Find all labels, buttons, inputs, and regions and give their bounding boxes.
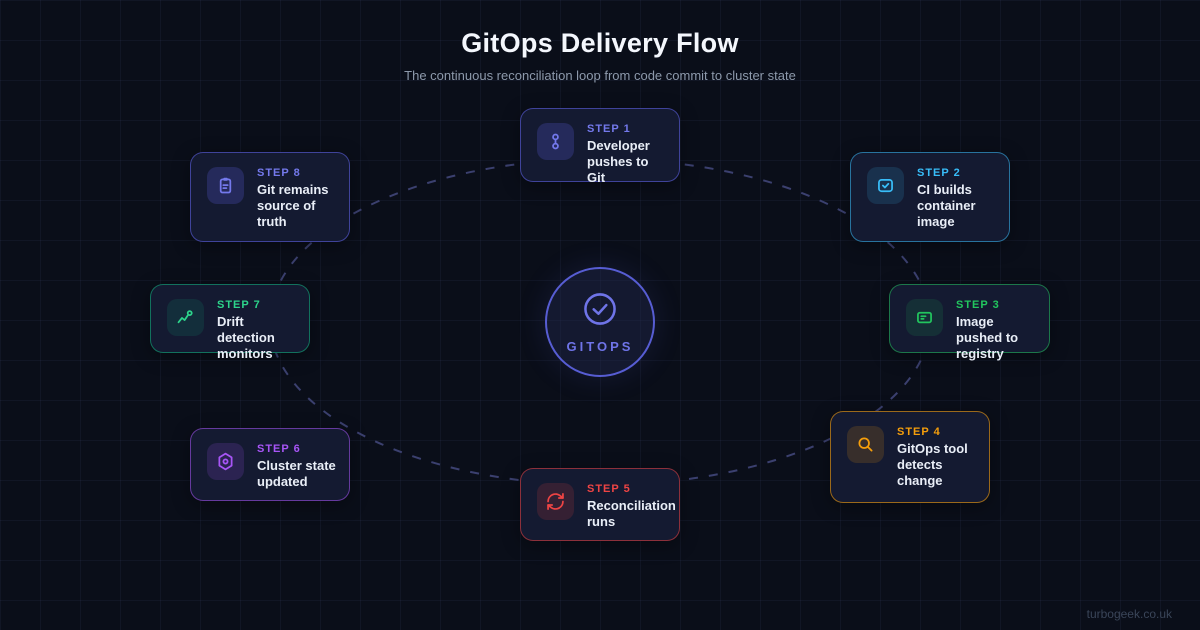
- step-label: STEP 7: [217, 299, 261, 311]
- step-label: STEP 8: [257, 167, 301, 179]
- sync-icon: [537, 483, 574, 520]
- step-title: Developer pushes to Git: [587, 138, 650, 185]
- step-card-3: STEP 3 Image pushed to registry: [889, 284, 1050, 361]
- step-title: Reconciliation runs: [587, 498, 676, 529]
- registry-server-icon: [906, 299, 943, 336]
- step-card-1: STEP 1 Developer pushes to Git: [520, 108, 680, 185]
- page-subtitle: The continuous reconciliation loop from …: [404, 68, 796, 83]
- step-title: Image pushed to registry: [956, 314, 1019, 361]
- step-title: Drift detection monitors: [217, 314, 275, 361]
- step-title: CI builds container image: [917, 182, 976, 229]
- step-title: GitOps tool detects change: [897, 441, 968, 488]
- clipboard-icon: [207, 167, 244, 204]
- git-commit-icon: [537, 123, 574, 160]
- step-card-8: STEP 8 Git remains source of truth: [190, 152, 350, 242]
- step-label: STEP 1: [587, 123, 631, 135]
- step-card-6: STEP 6 Cluster state updated: [190, 428, 350, 501]
- magnifier-icon: [847, 426, 884, 463]
- step-label: STEP 4: [897, 426, 941, 438]
- gitops-hub: GITOPS: [545, 267, 655, 377]
- check-square-icon: [867, 167, 904, 204]
- step-card-5: STEP 5 Reconciliation runs: [520, 468, 680, 541]
- step-card-2: STEP 2 CI builds container image: [850, 152, 1010, 242]
- check-circle-icon: [581, 290, 619, 333]
- step-card-4: STEP 4 GitOps tool detects change: [830, 411, 990, 503]
- step-label: STEP 3: [956, 299, 1000, 311]
- hexagon-node-icon: [207, 443, 244, 480]
- hub-label: GITOPS: [566, 339, 634, 354]
- step-title: Git remains source of truth: [257, 182, 329, 229]
- step-card-7: STEP 7 Drift detection monitors: [150, 284, 310, 361]
- trend-monitor-icon: [167, 299, 204, 336]
- step-title: Cluster state updated: [257, 458, 336, 489]
- step-label: STEP 6: [257, 443, 301, 455]
- page-title: GitOps Delivery Flow: [461, 28, 739, 58]
- watermark: turbogeek.co.uk: [1086, 607, 1172, 621]
- step-label: STEP 2: [917, 167, 961, 179]
- step-label: STEP 5: [587, 483, 631, 495]
- header: GitOps Delivery Flow The continuous reco…: [0, 28, 1200, 83]
